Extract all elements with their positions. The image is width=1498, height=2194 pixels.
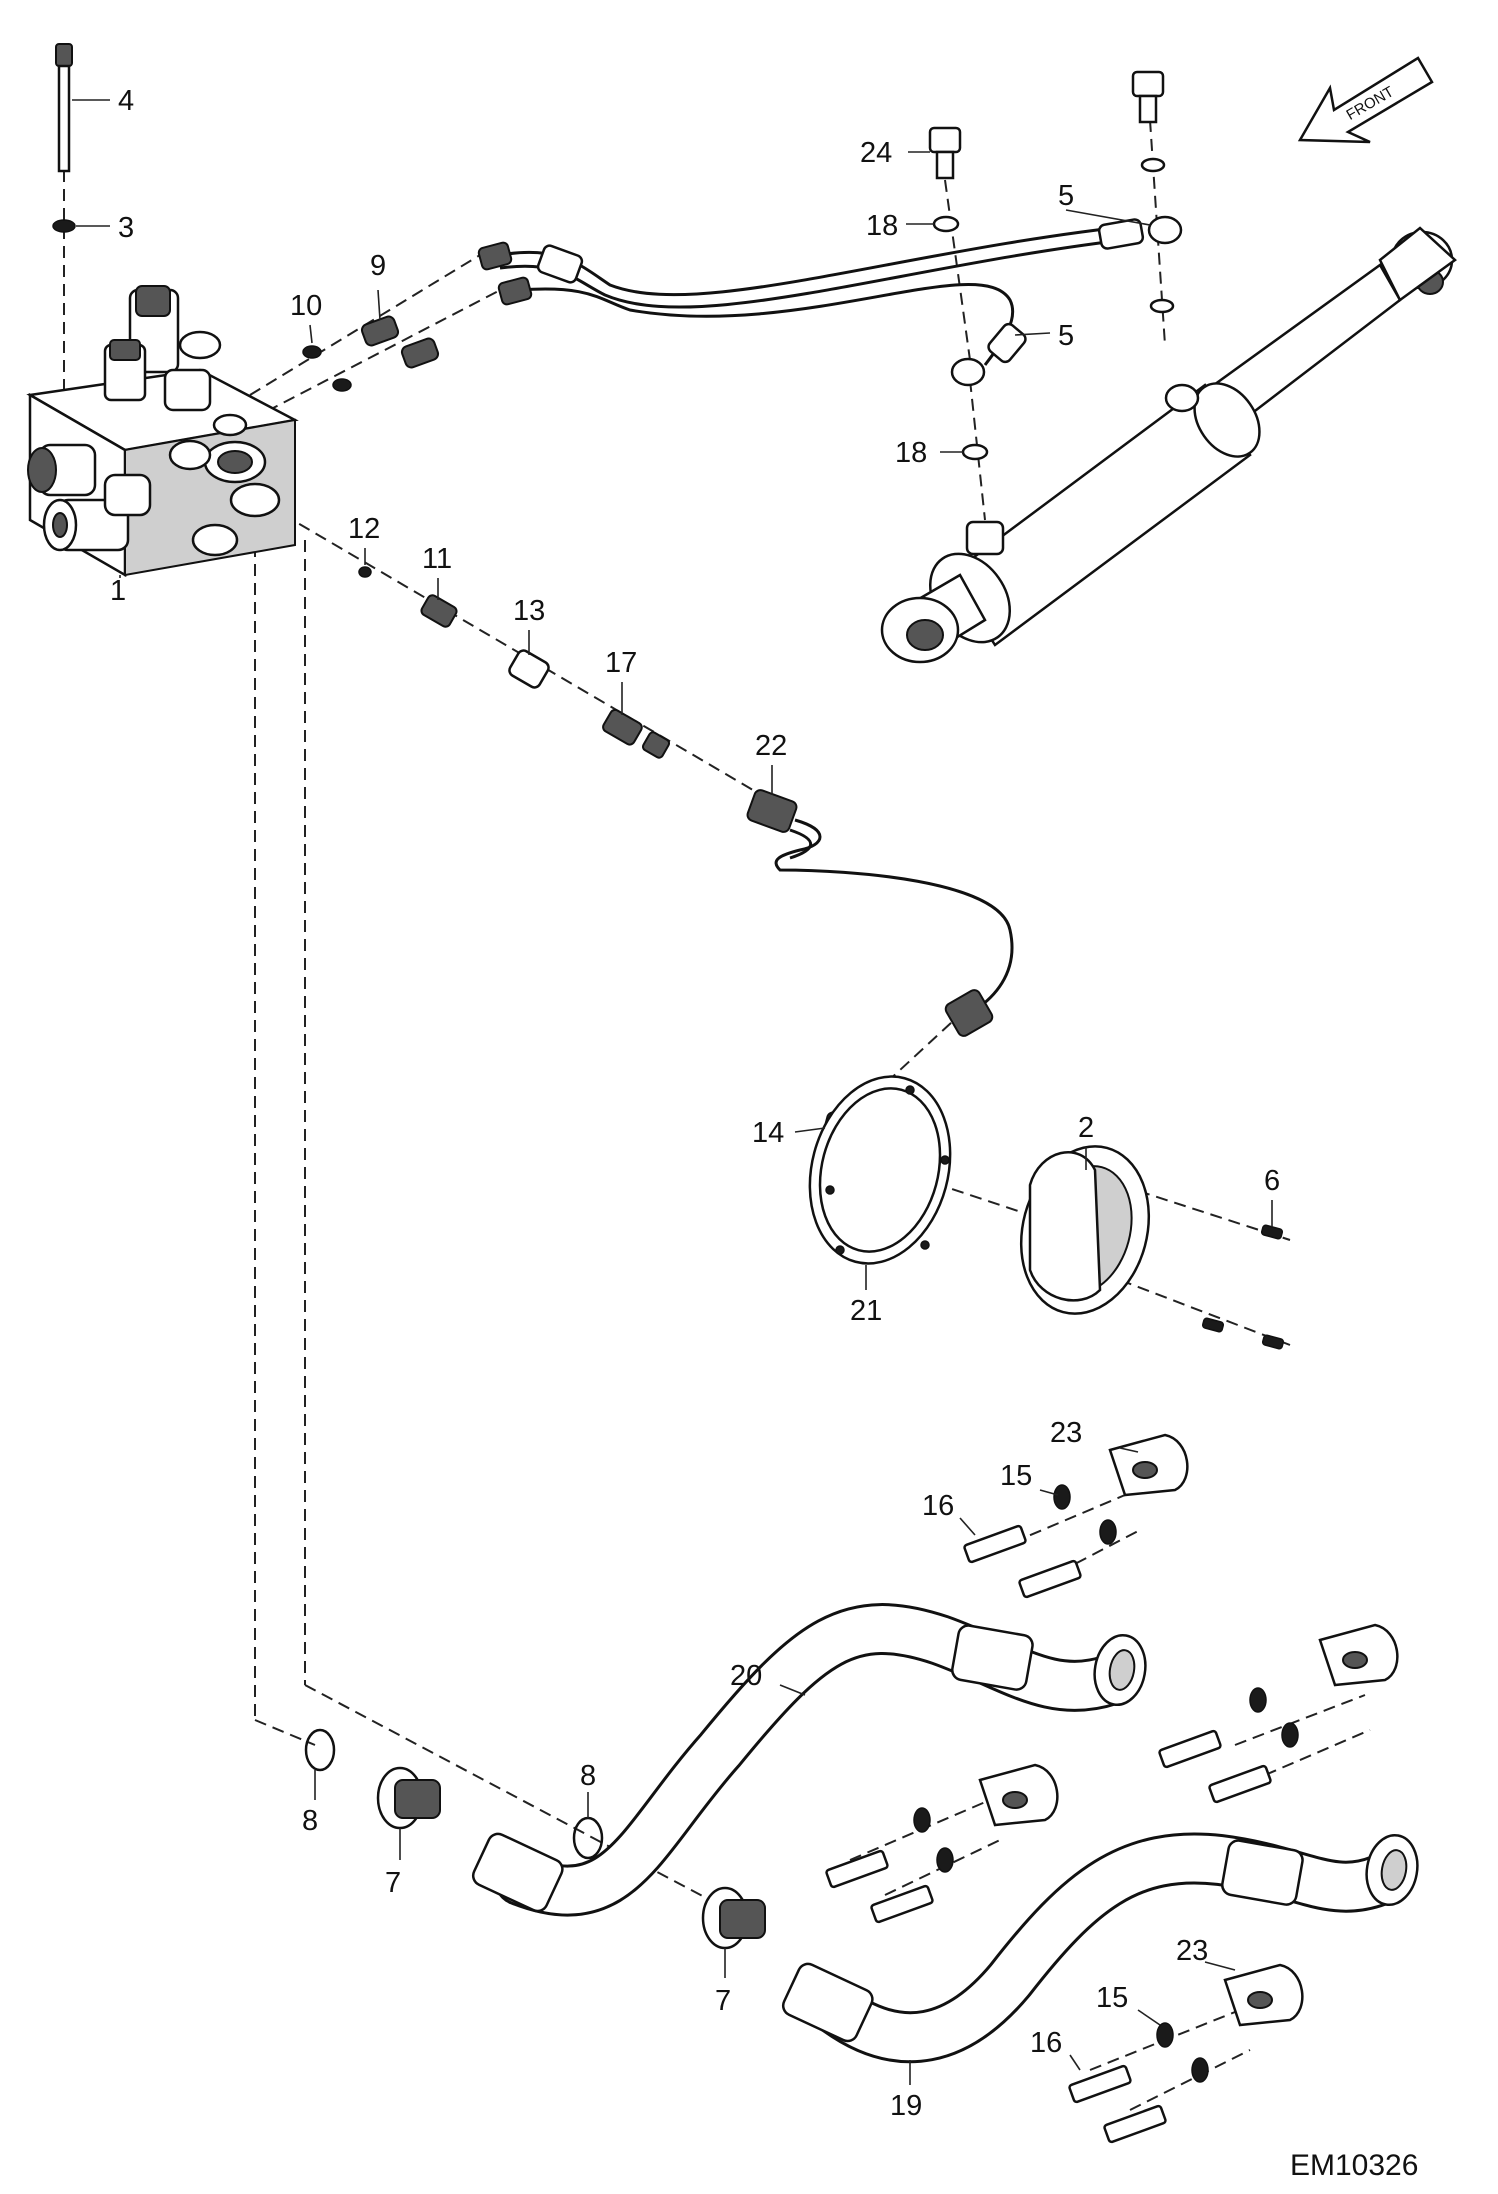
hose-20 bbox=[471, 1603, 1147, 1917]
oring-8 bbox=[304, 1728, 604, 1860]
callout-16-top: 16 bbox=[922, 1490, 954, 1522]
washer-3 bbox=[52, 219, 76, 233]
callout-13: 13 bbox=[513, 595, 545, 627]
callout-7-right: 7 bbox=[715, 1985, 731, 2017]
callout-11: 11 bbox=[422, 543, 452, 575]
bolt-4 bbox=[55, 43, 73, 173]
callout-5-mid: 5 bbox=[1058, 320, 1074, 352]
oring-10 bbox=[302, 345, 352, 392]
callout-18-top: 18 bbox=[866, 210, 898, 242]
bolt-16 bbox=[825, 1524, 1272, 2144]
callout-6: 6 bbox=[1264, 1165, 1280, 1197]
callout-23-top: 23 bbox=[1050, 1417, 1082, 1449]
harness-22 bbox=[746, 789, 1014, 1037]
adapter-7 bbox=[376, 1766, 766, 1950]
callout-8-right: 8 bbox=[580, 1760, 596, 1792]
callout-1: 1 bbox=[110, 575, 126, 607]
callout-22: 22 bbox=[755, 730, 787, 762]
hydraulic-cylinder bbox=[880, 226, 1457, 664]
callout-15-top: 15 bbox=[1000, 1460, 1032, 1492]
valve-block-1 bbox=[26, 285, 299, 578]
washer-18 bbox=[932, 157, 1175, 461]
cover-2 bbox=[1019, 1145, 1151, 1315]
callout-12: 12 bbox=[348, 513, 380, 545]
callout-4: 4 bbox=[118, 85, 134, 117]
callout-7-left: 7 bbox=[385, 1867, 401, 1899]
leader-lines bbox=[72, 99, 1273, 2085]
hose-19 bbox=[781, 1832, 1419, 2064]
callout-10: 10 bbox=[290, 290, 322, 322]
callout-8-left: 8 bbox=[302, 1805, 318, 1837]
bolt-24 bbox=[928, 126, 962, 180]
callout-numbers: 4 3 1 10 9 24 18 5 5 18 12 11 13 17 22 1… bbox=[110, 85, 1280, 2122]
bolt-top-right bbox=[1131, 70, 1165, 124]
callout-17: 17 bbox=[605, 647, 637, 679]
fitting-11 bbox=[420, 594, 458, 628]
oring-12 bbox=[358, 566, 372, 578]
screw-6 bbox=[1201, 1224, 1285, 1350]
sensor-17 bbox=[602, 708, 671, 759]
callout-21: 21 bbox=[850, 1295, 882, 1327]
gasket-21 bbox=[808, 1075, 952, 1265]
callout-3: 3 bbox=[118, 212, 134, 244]
callout-23-bottom: 23 bbox=[1176, 1935, 1208, 1967]
callout-5-top: 5 bbox=[1058, 180, 1074, 212]
callout-24: 24 bbox=[860, 137, 892, 169]
adapter-13 bbox=[508, 649, 550, 689]
callout-2: 2 bbox=[1078, 1112, 1094, 1144]
callout-16-bottom: 16 bbox=[1030, 2027, 1062, 2059]
callout-20: 20 bbox=[730, 1660, 762, 1692]
washer-15 bbox=[913, 1484, 1299, 2083]
callout-15-bottom: 15 bbox=[1096, 1982, 1128, 2014]
callout-9: 9 bbox=[370, 250, 386, 282]
hose-5 bbox=[477, 215, 1183, 387]
callout-18-mid: 18 bbox=[895, 437, 927, 469]
fitting-9 bbox=[360, 315, 440, 369]
callout-19: 19 bbox=[890, 2090, 922, 2122]
front-arrow-icon: FRONT bbox=[1297, 56, 1434, 144]
drawing-code: EM10326 bbox=[1290, 2149, 1418, 2182]
callout-14: 14 bbox=[752, 1117, 784, 1149]
